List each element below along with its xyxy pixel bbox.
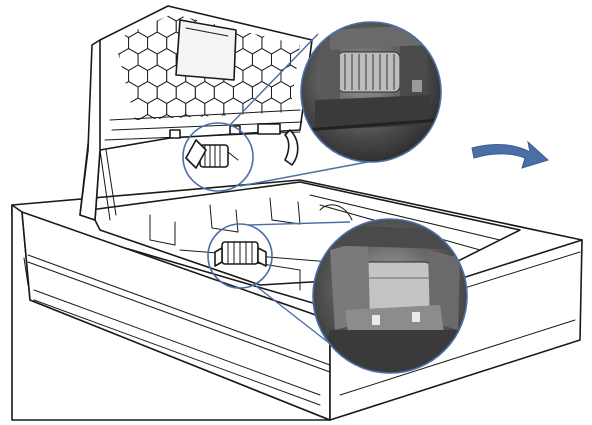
zoom-ring-upper xyxy=(300,21,442,163)
lid-hex-cell xyxy=(310,148,329,170)
roller-ridges xyxy=(344,54,395,90)
lid-hex-cell xyxy=(115,14,130,22)
lower-roller-drawing xyxy=(214,241,267,267)
lid-hex-cell xyxy=(91,0,110,21)
lid-hex-cell xyxy=(167,164,186,186)
lid-hex-cell xyxy=(148,164,167,186)
lid-hex-cell xyxy=(290,14,300,39)
zoom-upper-pickup-roller xyxy=(300,21,442,163)
zoom-ring-lower xyxy=(312,218,468,374)
lid-hex-cell xyxy=(223,14,244,22)
next-step-arrow-icon xyxy=(471,140,549,169)
lid-hex-cell xyxy=(157,148,176,170)
adf-lid xyxy=(79,0,329,221)
upper-roller-drawing xyxy=(185,139,239,169)
lid-hex-cell xyxy=(261,14,282,22)
lid-hex-cell xyxy=(194,113,215,120)
zoom-lower-separation-roller xyxy=(312,218,468,374)
lid-hex-cell xyxy=(129,164,148,186)
lid-hex-cell xyxy=(280,14,300,22)
lid-hex-cell xyxy=(138,148,157,170)
callout-upper-locator xyxy=(182,33,379,192)
lid-hex-cell xyxy=(119,148,138,170)
lid-hex-cell xyxy=(100,148,119,170)
lid-hex-cell xyxy=(310,16,329,38)
lid-hex-cell xyxy=(175,113,196,120)
callout-lower-locator xyxy=(207,221,351,351)
lid-hex-cell xyxy=(137,113,158,120)
lid-hex-cell xyxy=(156,113,177,120)
lid-hex-cell xyxy=(252,148,271,170)
lid-hex-cell xyxy=(299,14,300,22)
lid-hex-cell xyxy=(242,14,263,22)
lid-hex-cell xyxy=(110,164,129,186)
